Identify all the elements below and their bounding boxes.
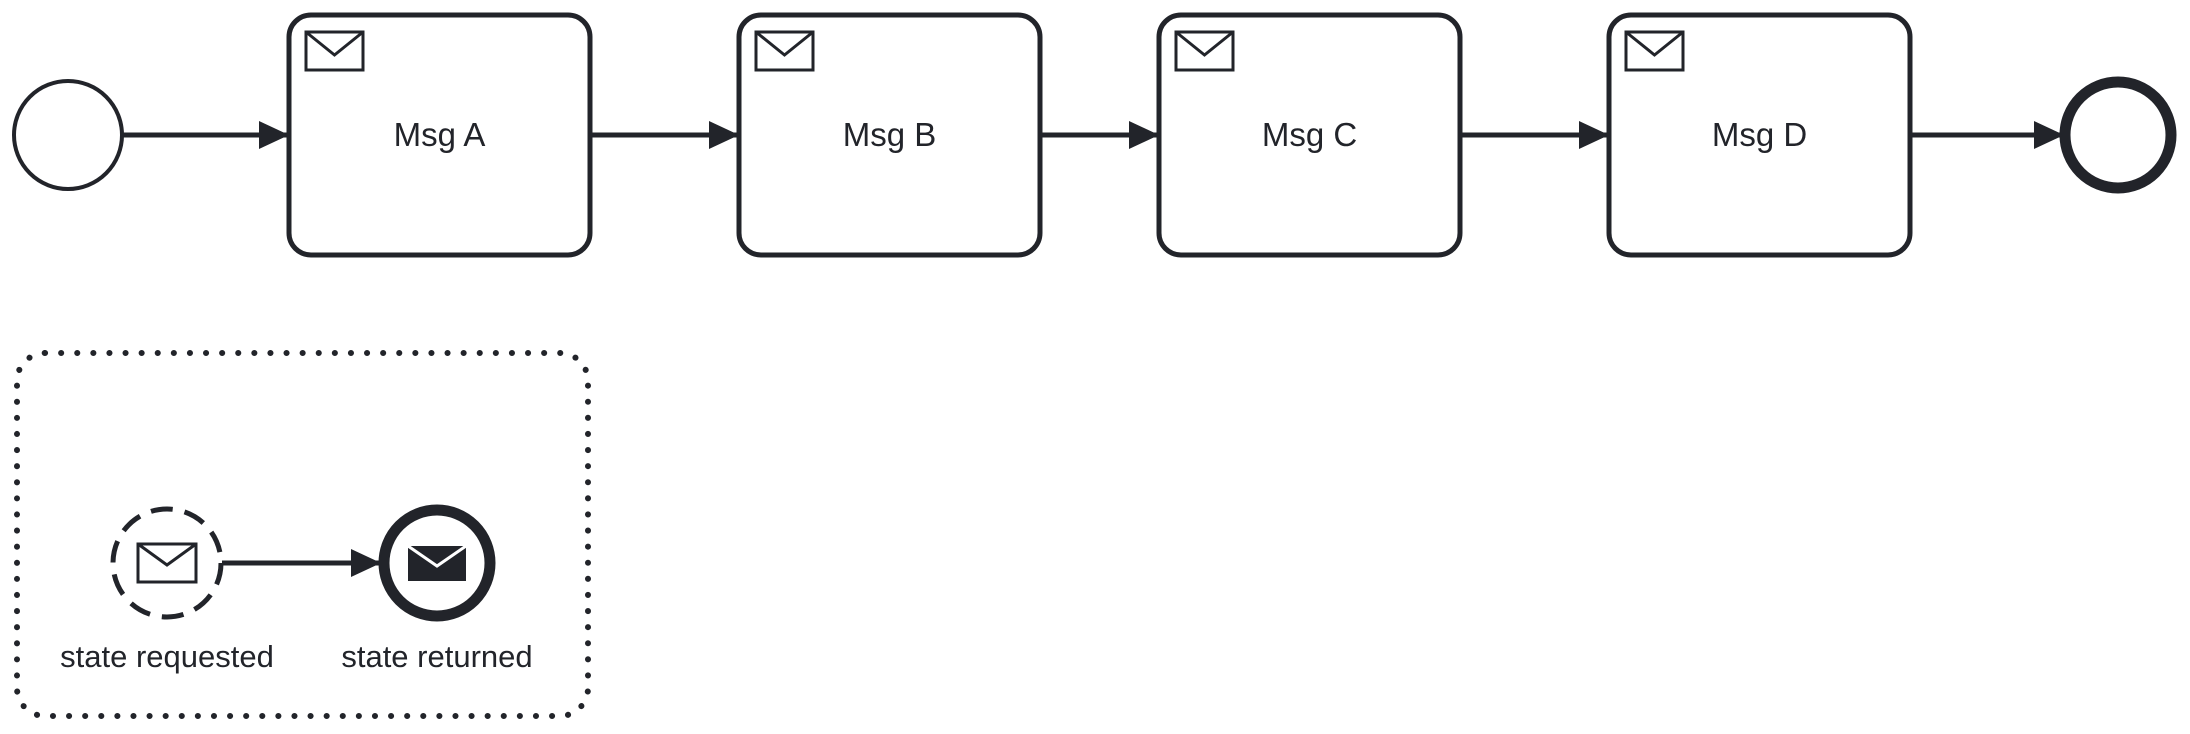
message-start-event-state-requested[interactable] <box>110 506 224 620</box>
task-label-msg-c: Msg C <box>1262 116 1357 153</box>
event-label-state-requested: state requested <box>60 639 274 674</box>
event-label-state-returned: state returned <box>341 639 532 674</box>
message-end-event-state-returned[interactable] <box>378 504 496 622</box>
event-subprocess[interactable]: state requested state returned <box>14 350 591 719</box>
task-msg-b[interactable]: Msg B <box>736 12 1043 258</box>
envelope-icon <box>1174 30 1235 72</box>
task-label-msg-b: Msg B <box>843 116 937 153</box>
envelope-outline-icon <box>136 542 198 584</box>
end-event[interactable] <box>2059 76 2177 194</box>
envelope-icon <box>754 30 815 72</box>
task-msg-d[interactable]: Msg D <box>1606 12 1913 258</box>
envelope-filled-icon <box>407 544 467 581</box>
envelope-icon <box>1624 30 1685 72</box>
task-label-msg-a: Msg A <box>394 116 486 153</box>
envelope-icon <box>304 30 365 72</box>
task-label-msg-d: Msg D <box>1712 116 1807 153</box>
task-msg-c[interactable]: Msg C <box>1156 12 1463 258</box>
task-msg-a[interactable]: Msg A <box>286 12 593 258</box>
start-event[interactable] <box>12 79 124 191</box>
